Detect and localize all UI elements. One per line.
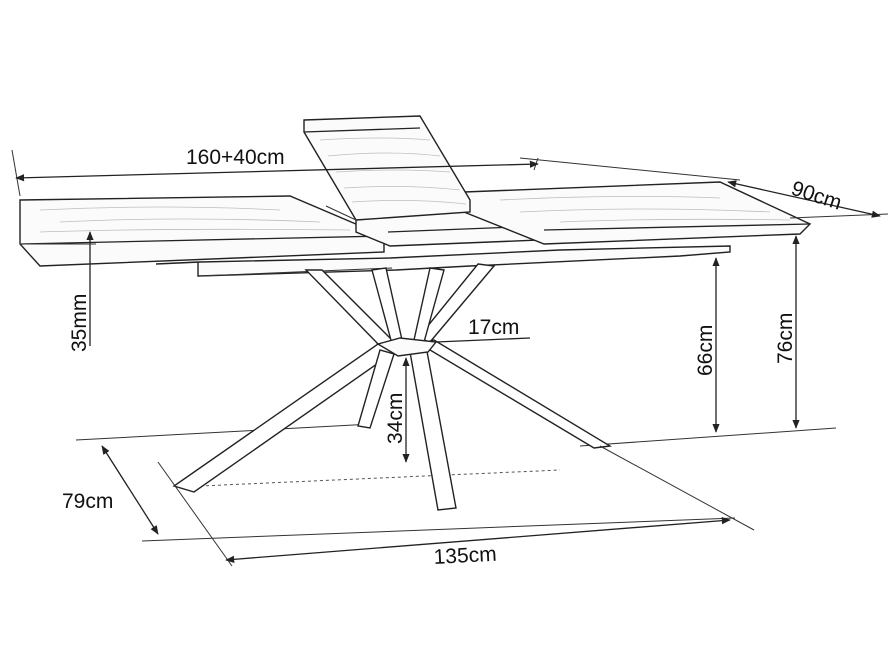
base-depth-label: 79cm (62, 490, 113, 513)
leg-junction-height-label: 34cm (384, 393, 407, 444)
leg-spread-label: 17cm (468, 316, 519, 339)
leg-front-right (409, 345, 457, 511)
dimension-lines (11, 149, 889, 567)
top-thickness-label: 35mm (68, 294, 91, 352)
total-height-label: 76cm (774, 313, 797, 364)
width-label: 90cm (788, 177, 844, 215)
length-label: 160+40cm (186, 146, 285, 169)
height-under-frame-label: 66cm (694, 325, 717, 376)
base-length-label: 135cm (433, 543, 497, 569)
table-illustration (19, 115, 837, 542)
leg-junction (376, 337, 438, 357)
